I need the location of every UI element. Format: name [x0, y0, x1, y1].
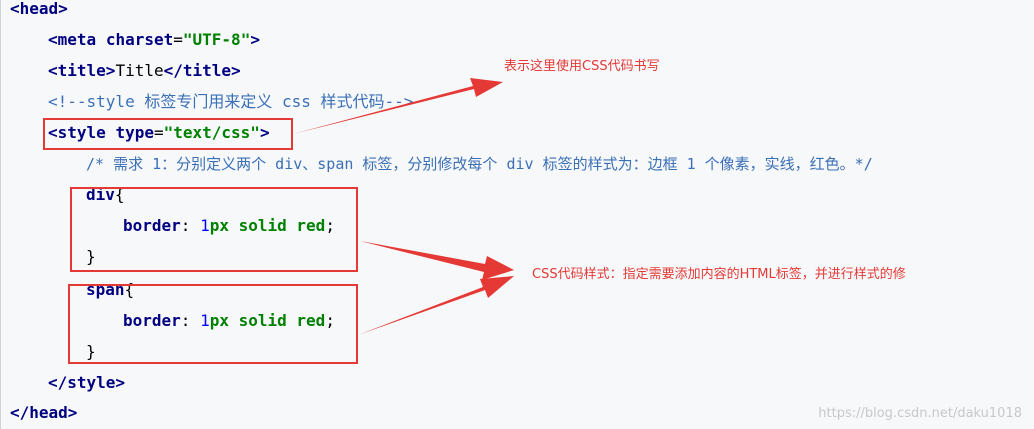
div-rule-highlight-box	[70, 187, 358, 272]
style-tag-highlight-box	[43, 118, 293, 150]
code-line-comment: <!--style 标签专门用来定义 css 样式代码-->	[48, 87, 413, 117]
style-close-tag: </style>	[48, 373, 126, 392]
span-number: 1	[200, 311, 210, 330]
div-property: border	[123, 216, 181, 235]
span-semicolon: ;	[325, 311, 335, 330]
code-line-style-open: <style type="text/css">	[48, 118, 270, 148]
code-line-title: <title>Title</title>	[48, 56, 241, 86]
style-comment: <!--style 标签专门用来定义 css 样式代码-->	[48, 92, 414, 111]
style-attr: type	[115, 123, 154, 142]
div-colon: :	[180, 216, 201, 235]
div-number: 1	[200, 216, 210, 235]
code-line-div-selector: div{	[86, 180, 125, 210]
div-value: solid red	[238, 216, 326, 235]
rules-annotation: CSS代码样式：指定需要添加内容的HTML标签，并进行样式的修	[532, 267, 906, 282]
span-colon: :	[180, 311, 201, 330]
meta-eq: =	[173, 30, 183, 49]
span-brace-close: }	[86, 342, 96, 361]
code-line-span-decl: border: 1px solid red;	[123, 306, 335, 336]
div-brace-open: {	[114, 185, 125, 204]
div-unit: px	[209, 216, 229, 235]
span-rule-highlight-box	[68, 284, 358, 364]
meta-attr: charset	[105, 30, 174, 49]
style-tag-open: <style	[48, 123, 106, 142]
code-line-head-open: <head>	[10, 0, 68, 24]
style-eq: =	[153, 123, 164, 142]
code-line-div-close: }	[86, 242, 96, 272]
meta-tag-open: <meta	[48, 30, 97, 49]
span-arrow-icon	[358, 276, 514, 335]
title-close-tag: </title>	[163, 61, 241, 80]
watermark: https://blog.csdn.net/daku1018	[818, 406, 1022, 421]
code-line-style-close: </style>	[48, 368, 125, 398]
span-brace-open: {	[124, 280, 135, 299]
style-annotation: 表示这里使用CSS代码书写	[504, 59, 660, 74]
code-line-requirement: /* 需求 1：分别定义两个 div、span 标签，分别修改每个 div 标签…	[86, 149, 873, 179]
div-semicolon: ;	[325, 216, 335, 235]
meta-value: "UTF-8"	[182, 30, 251, 49]
meta-tag-close: >	[250, 30, 260, 49]
head-open-tag: <head>	[10, 0, 68, 18]
div-brace-close: }	[86, 247, 96, 266]
style-tag-close-bracket: >	[259, 123, 270, 142]
requirement-comment: /* 需求 1：分别定义两个 div、span 标签，分别修改每个 div 标签…	[86, 155, 873, 173]
title-text: Title	[115, 61, 164, 80]
title-open-tag: <title>	[48, 61, 116, 80]
code-line-div-decl: border: 1px solid red;	[123, 211, 335, 241]
div-arrow-icon	[360, 241, 514, 280]
span-property: border	[123, 311, 181, 330]
style-type-value: "text/css"	[163, 123, 260, 142]
code-line-meta: <meta charset="UTF-8">	[48, 25, 260, 55]
div-selector: div	[86, 185, 115, 204]
span-unit: px	[209, 311, 229, 330]
head-close-tag: </head>	[10, 403, 78, 422]
style-arrow-icon	[293, 78, 503, 134]
span-value: solid red	[238, 311, 326, 330]
code-line-head-close: </head>	[10, 398, 77, 428]
code-line-span-close: }	[86, 337, 96, 367]
